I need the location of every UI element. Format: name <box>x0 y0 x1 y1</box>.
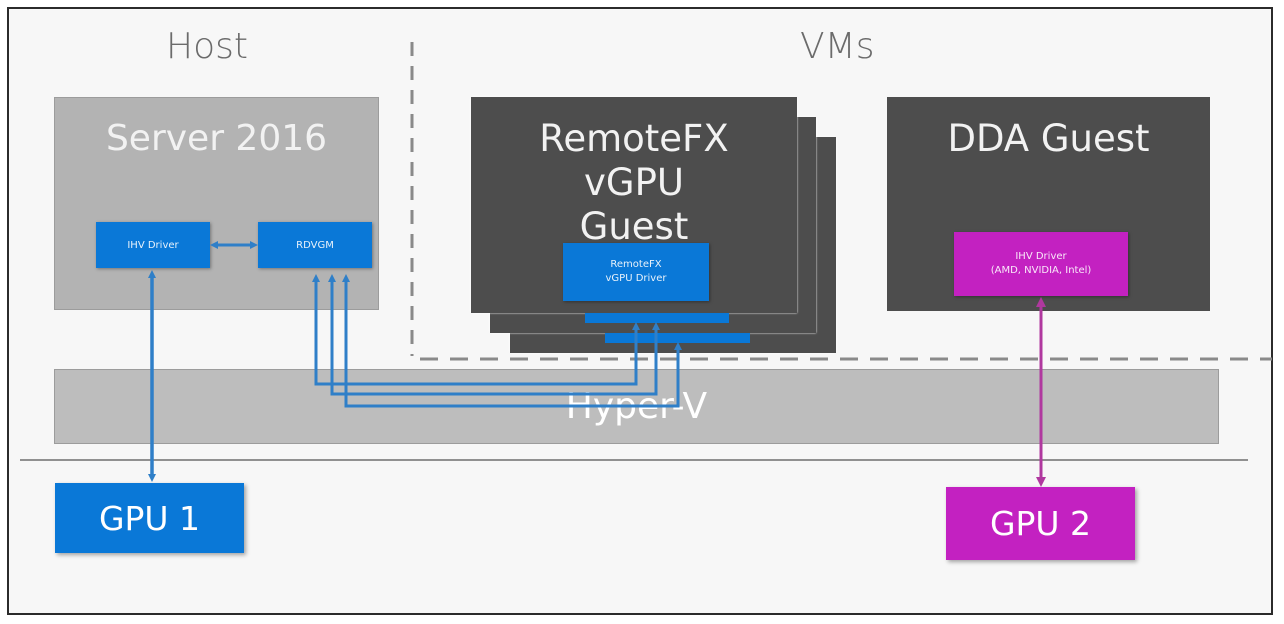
rdvgm-vgpu-path <box>342 274 682 408</box>
dda-driver-line: IHV Driver <box>1015 251 1067 262</box>
server-title: Server 2016 <box>105 118 328 159</box>
remotefx-driver-line: RemoteFX <box>610 259 662 270</box>
dda-guest-box: DDA Guest <box>887 97 1210 311</box>
ihv-driver-chip: IHV Driver <box>96 222 210 268</box>
host-heading: Host <box>166 26 248 67</box>
dda-title: DDA Guest <box>947 117 1150 160</box>
gpu-2-box: GPU 2 <box>946 487 1135 560</box>
remotefx-title-line: vGPU <box>584 161 684 204</box>
gpu-1-box: GPU 1 <box>55 483 244 553</box>
vms-heading: VMs <box>800 26 875 67</box>
remotefx-title: RemoteFX vGPU Guest <box>471 117 797 249</box>
dda-driver-line: (AMD, NVIDIA, Intel) <box>990 265 1092 276</box>
rdvgm-vgpu-path <box>328 274 660 396</box>
remotefx-title-line: RemoteFX <box>539 117 729 160</box>
remotefx-title-line: Guest <box>579 205 689 248</box>
rdvgm-chip: RDVGM <box>258 222 372 268</box>
rdvgm-vgpu-path <box>312 274 640 386</box>
dda-ihv-driver-chip: IHV Driver (AMD, NVIDIA, Intel) <box>954 232 1128 296</box>
